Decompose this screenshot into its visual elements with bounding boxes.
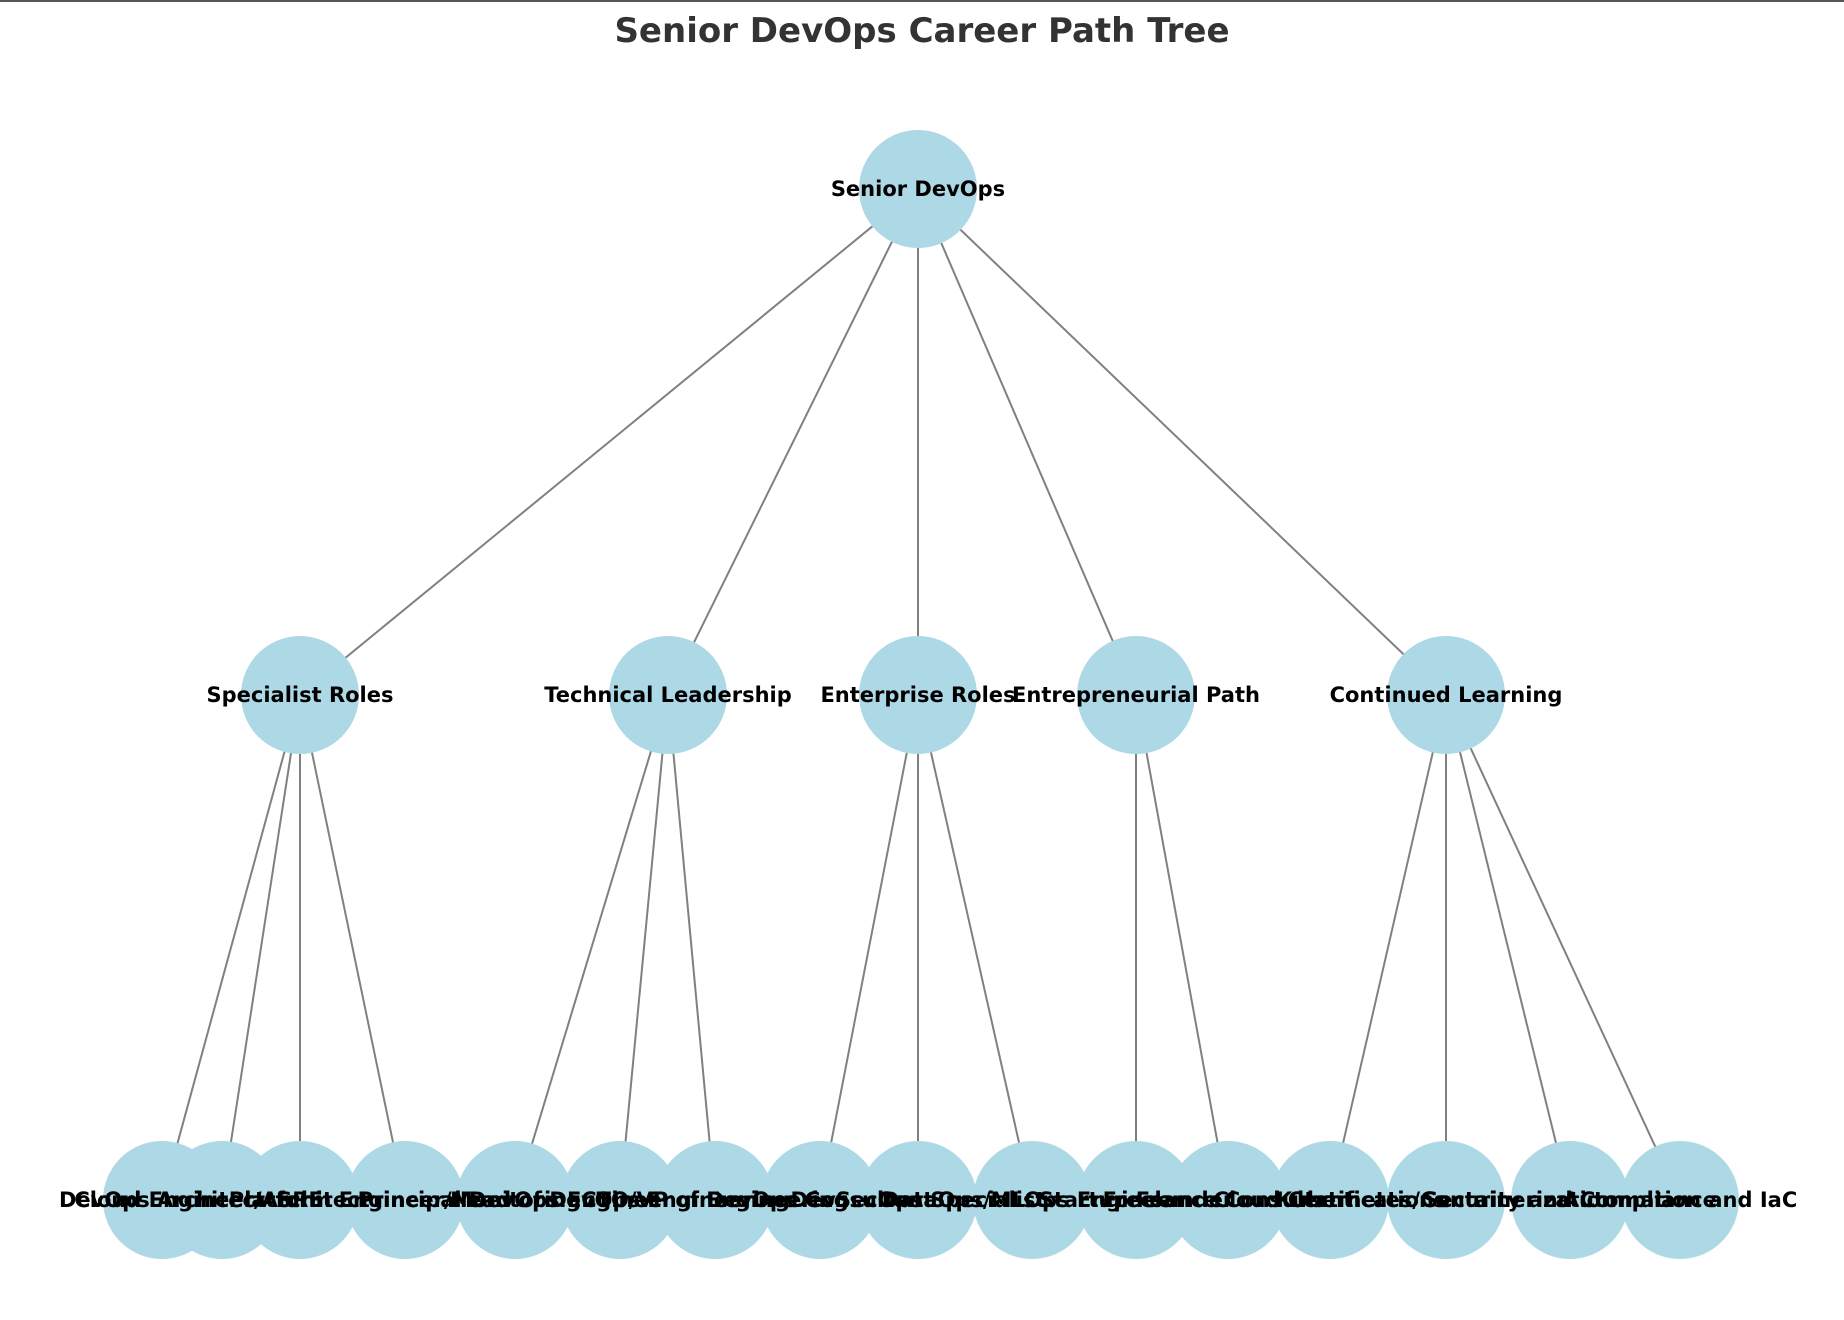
node-principal-devops-engineer [456, 1141, 574, 1259]
node-technical-leadership [609, 636, 727, 754]
node-enterprise-roles [859, 636, 977, 754]
edge-entrepreneurial-path-freelance-consultant [1135, 694, 1229, 1201]
node-senior-devops [859, 130, 977, 248]
node-automation-and-iac [1621, 1141, 1739, 1259]
node-devops-consultant [761, 1141, 879, 1259]
edge-enterprise-roles-devops-consultant [819, 694, 919, 1201]
node-label-freelance-consultant: Freelance Consultant [1103, 1188, 1354, 1212]
node-label-specialist-roles: Specialist Roles [206, 683, 393, 707]
node-cto-vp-of-engineering [656, 1141, 774, 1259]
node-label-sre: SRE [277, 1188, 323, 1212]
edge-specialist-roles-devops-architect [161, 694, 301, 1201]
edge-technical-leadership-principal-devops-engineer [514, 694, 669, 1201]
node-label-devops-architect: DevOps Architect [59, 1188, 265, 1212]
node-kubernetes-containerization [1387, 1141, 1505, 1259]
edge-technical-leadership-cto-vp-of-engineering [667, 694, 716, 1201]
node-label-platform-engineer-monitoring: Platform Engineer/Monitoring [229, 1188, 581, 1212]
node-label-cloud-certifications: Cloud Certifications [1214, 1188, 1447, 1212]
diagram-title: Senior DevOps Career Path Tree [614, 11, 1229, 51]
edge-specialist-roles-platform-engineer-monitoring [299, 694, 406, 1201]
top-border [0, 0, 1844, 2]
node-devsecops-specialist [859, 1141, 977, 1259]
node-specialist-roles [241, 636, 359, 754]
node-cloud-certifications [1271, 1141, 1389, 1259]
node-label-cloud-engineer-architect: Cloud Engineer/Architect [74, 1188, 369, 1212]
node-freelance-consultant [1169, 1141, 1287, 1259]
node-label-entrepreneurial-path: Entrepreneurial Path [1012, 683, 1260, 707]
edge-specialist-roles-cloud-engineer-architect [221, 694, 301, 1201]
edge-technical-leadership-head-of-devops-engineering [619, 694, 669, 1201]
node-label-senior-devops: Senior DevOps [831, 177, 1005, 201]
node-label-continued-learning: Continued Learning [1330, 683, 1563, 707]
edge-continued-learning-cloud-certifications [1329, 694, 1447, 1201]
node-entrepreneurial-path [1077, 636, 1195, 754]
node-continued-learning [1387, 636, 1505, 754]
node-sre [241, 1141, 359, 1259]
edges [161, 188, 1681, 1201]
node-label-startup-founder: Startup Founder [1039, 1188, 1234, 1212]
node-label-devsecops-specialist: DevSecOps Specialist [790, 1188, 1045, 1212]
edge-root-technical-leadership [667, 188, 919, 696]
node-label-security-and-compliance: Security and Compliance [1423, 1188, 1717, 1212]
node-label-head-of-devops-engineering: Head of DevOps Engineering [450, 1188, 790, 1212]
node-label-enterprise-roles: Enterprise Roles [820, 683, 1015, 707]
node-label-automation-and-iac: Automation and IaC [1563, 1188, 1798, 1212]
node-startup-founder [1077, 1141, 1195, 1259]
edge-root-continued-learning [917, 188, 1447, 696]
node-label-devops-consultant: DevOps Consultant [707, 1188, 934, 1212]
edge-continued-learning-automation-and-iac [1445, 694, 1681, 1201]
node-dataops-mlops-engineer [973, 1141, 1091, 1259]
nodes [103, 130, 1739, 1259]
node-security-and-compliance [1511, 1141, 1629, 1259]
node-label-technical-leadership: Technical Leadership [544, 683, 792, 707]
edge-enterprise-roles-dataops-mlops-engineer [917, 694, 1033, 1201]
node-head-of-devops-engineering [561, 1141, 679, 1259]
node-label-principal-devops-engineer: Principal DevOps Engineer [358, 1188, 673, 1212]
edge-root-specialist-roles [299, 188, 919, 696]
node-platform-engineer-monitoring [346, 1141, 464, 1259]
edge-continued-learning-security-and-compliance [1445, 694, 1571, 1201]
edge-root-entrepreneurial-path [917, 188, 1137, 696]
node-label-cto-vp-of-engineering: CTO/VP of Engineering [581, 1188, 849, 1212]
node-label-dataops-mlops-engineer: DataOps/MLOps Engineer [882, 1188, 1183, 1212]
node-label-kubernetes-containerization: Kubernetes/Containerization [1276, 1188, 1616, 1212]
